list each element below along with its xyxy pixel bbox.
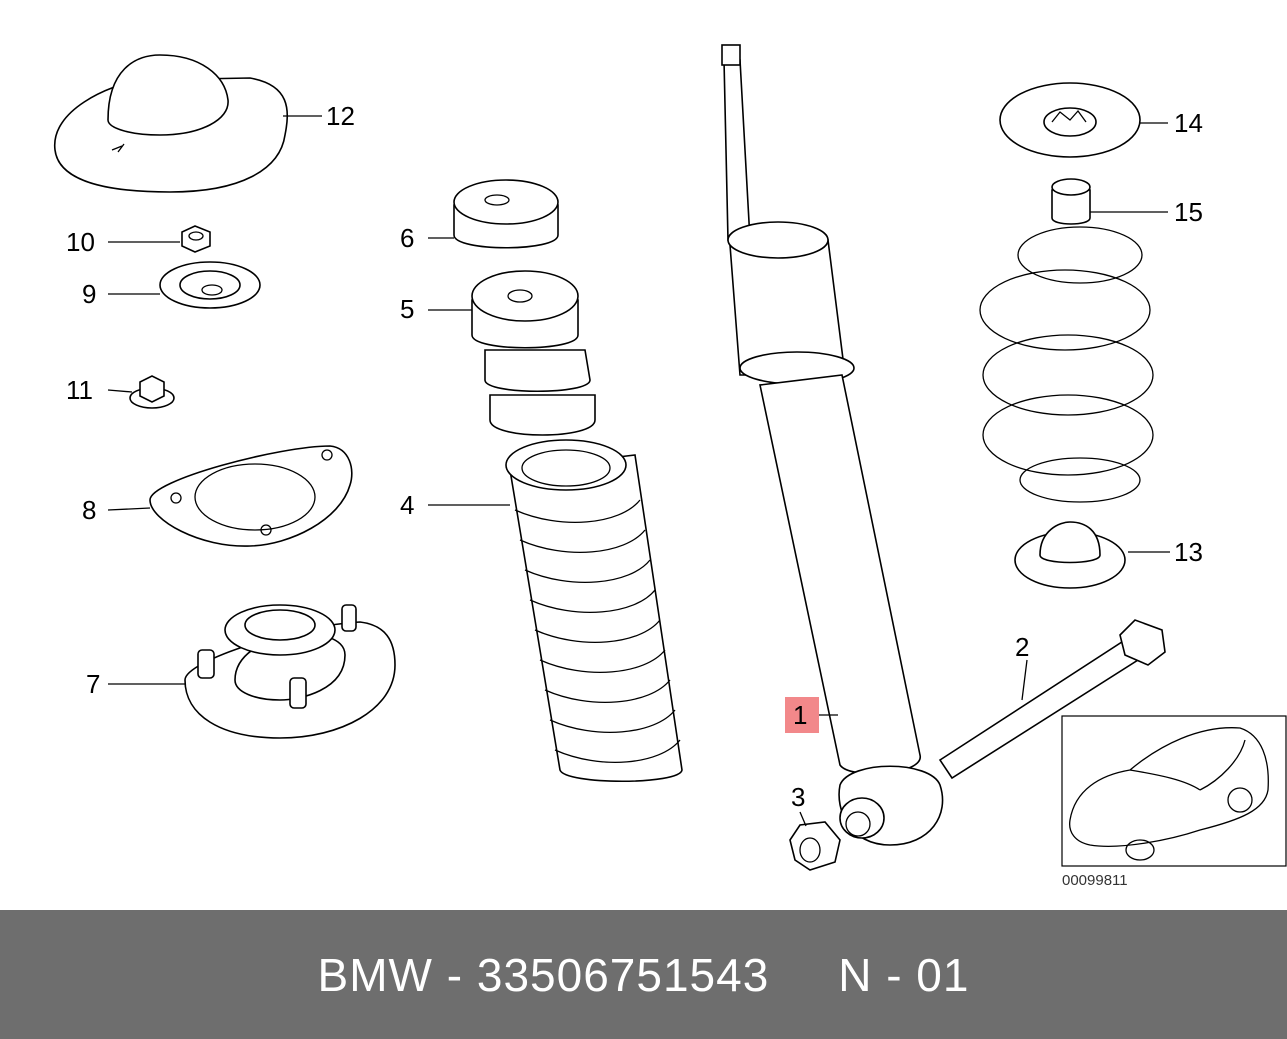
part-11-collar-nut xyxy=(129,375,175,409)
part-2-hex-bolt xyxy=(938,619,1166,780)
part-6-cap xyxy=(453,179,559,249)
part-10-nut xyxy=(181,225,211,253)
callout-4[interactable]: 4 xyxy=(400,490,415,520)
diagram-drawing xyxy=(54,44,1287,871)
callout-1-highlight xyxy=(785,697,819,733)
part-5-bump-stop xyxy=(471,270,596,436)
part-7-strut-mount xyxy=(184,604,396,739)
coil-spring xyxy=(979,226,1154,503)
footer-part-number: 33506751543 xyxy=(476,948,770,1001)
part-4-protective-tube xyxy=(505,439,683,782)
footer-position: N - 01 xyxy=(838,948,970,1001)
part-15-bump-stop xyxy=(1051,178,1091,225)
leader-lines xyxy=(107,115,1170,827)
callout-14[interactable]: 14 xyxy=(1174,108,1203,138)
part-1-shock-absorber xyxy=(721,44,944,846)
callout-3[interactable]: 3 xyxy=(791,782,806,812)
car-thumbnail xyxy=(1061,715,1287,867)
callout-11[interactable]: 11 xyxy=(66,375,93,405)
part-3-hex-nut xyxy=(789,821,841,871)
callout-7[interactable]: 7 xyxy=(86,669,101,699)
callout-12[interactable]: 12 xyxy=(326,101,355,131)
callout-13[interactable]: 13 xyxy=(1174,537,1203,567)
callout-5[interactable]: 5 xyxy=(400,294,415,324)
callout-9[interactable]: 9 xyxy=(82,279,97,309)
part-13-spring-seat xyxy=(1014,521,1126,589)
callout-1[interactable]: 1 xyxy=(793,700,808,730)
part-8-gasket xyxy=(149,445,353,547)
callout-15[interactable]: 15 xyxy=(1174,197,1203,227)
part-14-spring-pad xyxy=(999,82,1141,158)
callout-2[interactable]: 2 xyxy=(1015,632,1030,662)
part-9-washer xyxy=(159,261,261,309)
part-12-dust-cover xyxy=(54,54,289,193)
footer-brand: BMW xyxy=(317,948,433,1001)
callout-8[interactable]: 8 xyxy=(82,495,97,525)
footer-text: BMW - 33506751543 N - 01 xyxy=(317,948,970,1001)
footer-bar: BMW - 33506751543 N - 01 xyxy=(0,910,1287,1039)
parts-diagram: 1 2 3 4 5 6 7 8 9 10 11 12 13 14 15 0009… xyxy=(54,44,1287,889)
diagram-code: 00099811 xyxy=(1062,872,1128,889)
callout-10[interactable]: 10 xyxy=(66,227,95,257)
callout-6[interactable]: 6 xyxy=(400,223,415,253)
